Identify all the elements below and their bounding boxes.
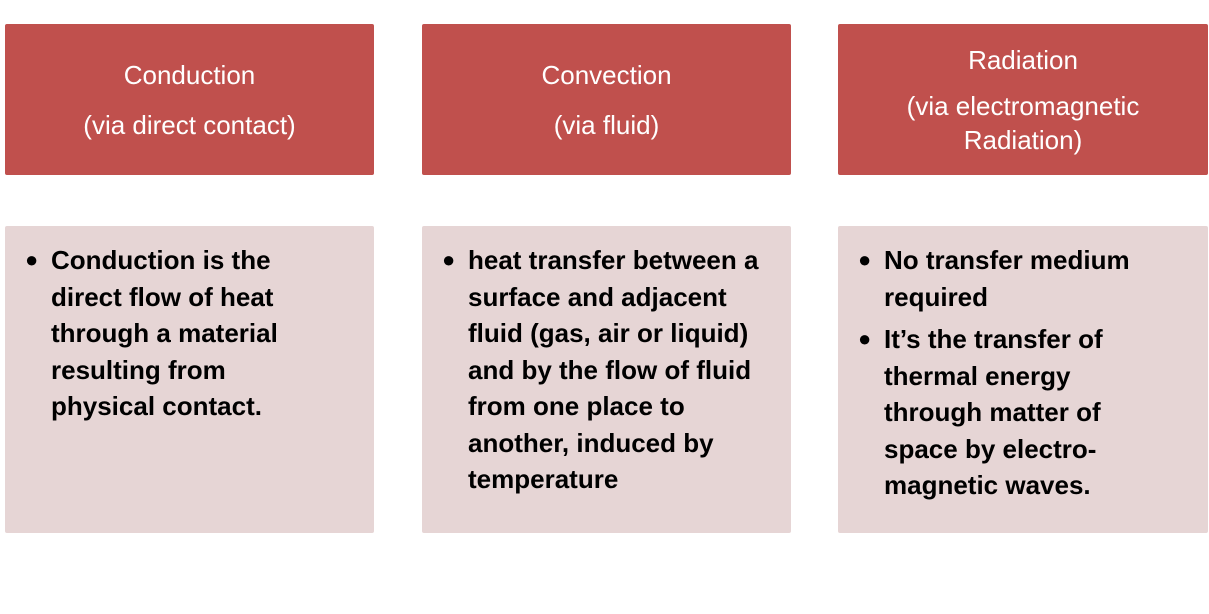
bullet-item: ●Conduction is the direct flow of heat t… xyxy=(23,242,360,425)
bullet-icon: ● xyxy=(858,247,872,272)
header-subtitle: (via fluid) xyxy=(553,109,660,140)
header-subtitle: (via electromagnetic Radiation) xyxy=(906,90,1140,155)
header-subtitle: (via direct contact) xyxy=(83,109,296,140)
bullet-icon: ● xyxy=(858,326,872,351)
header-radiation: Radiation (via electromagnetic Radiation… xyxy=(838,24,1208,175)
header-conduction: Conduction (via direct contact) xyxy=(5,24,374,175)
bullet-item: ●heat transfer between a surface and adj… xyxy=(440,242,777,498)
bullet-icon: ● xyxy=(25,247,39,272)
header-title: Conduction xyxy=(123,59,256,90)
header-convection: Convection (via fluid) xyxy=(422,24,791,175)
body-convection: ●heat transfer between a surface and adj… xyxy=(422,226,791,533)
body-radiation: ●No transfer medium required ●It’s the t… xyxy=(838,226,1208,533)
bullet-item: ●It’s the transfer of thermal energy thr… xyxy=(856,321,1194,504)
header-title: Radiation xyxy=(968,44,1078,75)
bullet-icon: ● xyxy=(442,247,456,272)
header-title: Convection xyxy=(541,59,672,90)
body-conduction: ●Conduction is the direct flow of heat t… xyxy=(5,226,374,533)
bullet-item: ●No transfer medium required xyxy=(856,242,1194,315)
